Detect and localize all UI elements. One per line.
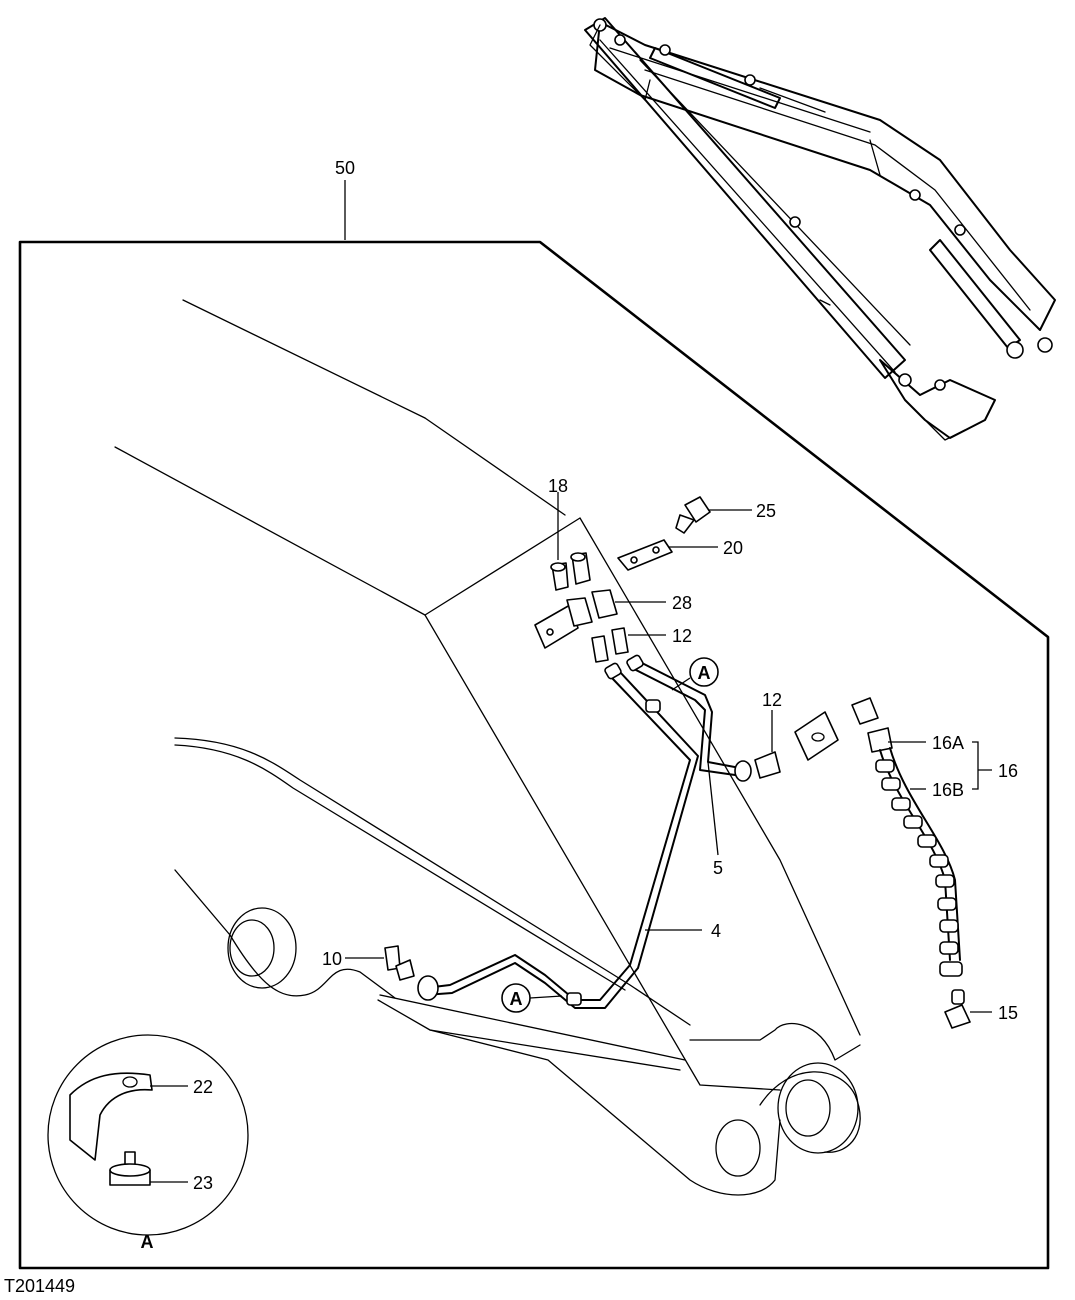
detail-marker-lower: A — [510, 989, 523, 1009]
callout-22: 22 — [193, 1077, 213, 1097]
detail-marker-upper-bubble — [689, 657, 719, 687]
excavator-arm-overview — [584, 17, 1056, 441]
boom-body — [114, 299, 861, 1196]
detail-marker-upper: A — [698, 663, 711, 683]
callout-5: 5 — [713, 858, 723, 878]
callout-28: 28 — [672, 593, 692, 613]
detail-a-label: A — [141, 1232, 154, 1252]
callout-12-upper: 12 — [672, 626, 692, 646]
fittings-cluster — [534, 552, 629, 663]
callout-20: 20 — [723, 538, 743, 558]
bolt-and-plate — [617, 496, 711, 571]
callout-4: 4 — [711, 921, 721, 941]
callout-12-right: 12 — [762, 690, 782, 710]
hydraulic-lines — [417, 654, 752, 1009]
callout-16: 16 — [998, 761, 1018, 781]
callout-18: 18 — [548, 476, 568, 496]
callout-16b: 16B — [932, 780, 964, 800]
line-4 — [424, 677, 691, 1001]
figure-code: T201449 — [4, 1276, 75, 1296]
callout-23: 23 — [193, 1173, 213, 1193]
group-50-frame — [18, 240, 1050, 1270]
callout-15: 15 — [998, 1003, 1018, 1023]
callout-16a: 16A — [932, 733, 964, 753]
callout-50: 50 — [335, 158, 355, 178]
detail-marker-lower-arrow — [529, 995, 563, 999]
fitting-10 — [384, 945, 415, 981]
hose-assembly — [851, 697, 971, 1029]
callout-10: 10 — [322, 949, 342, 969]
callout-25: 25 — [756, 501, 776, 521]
detail-a — [47, 1034, 249, 1236]
detail-marker-upper-arrow — [671, 677, 691, 691]
right-adapter-clamp — [754, 711, 839, 779]
